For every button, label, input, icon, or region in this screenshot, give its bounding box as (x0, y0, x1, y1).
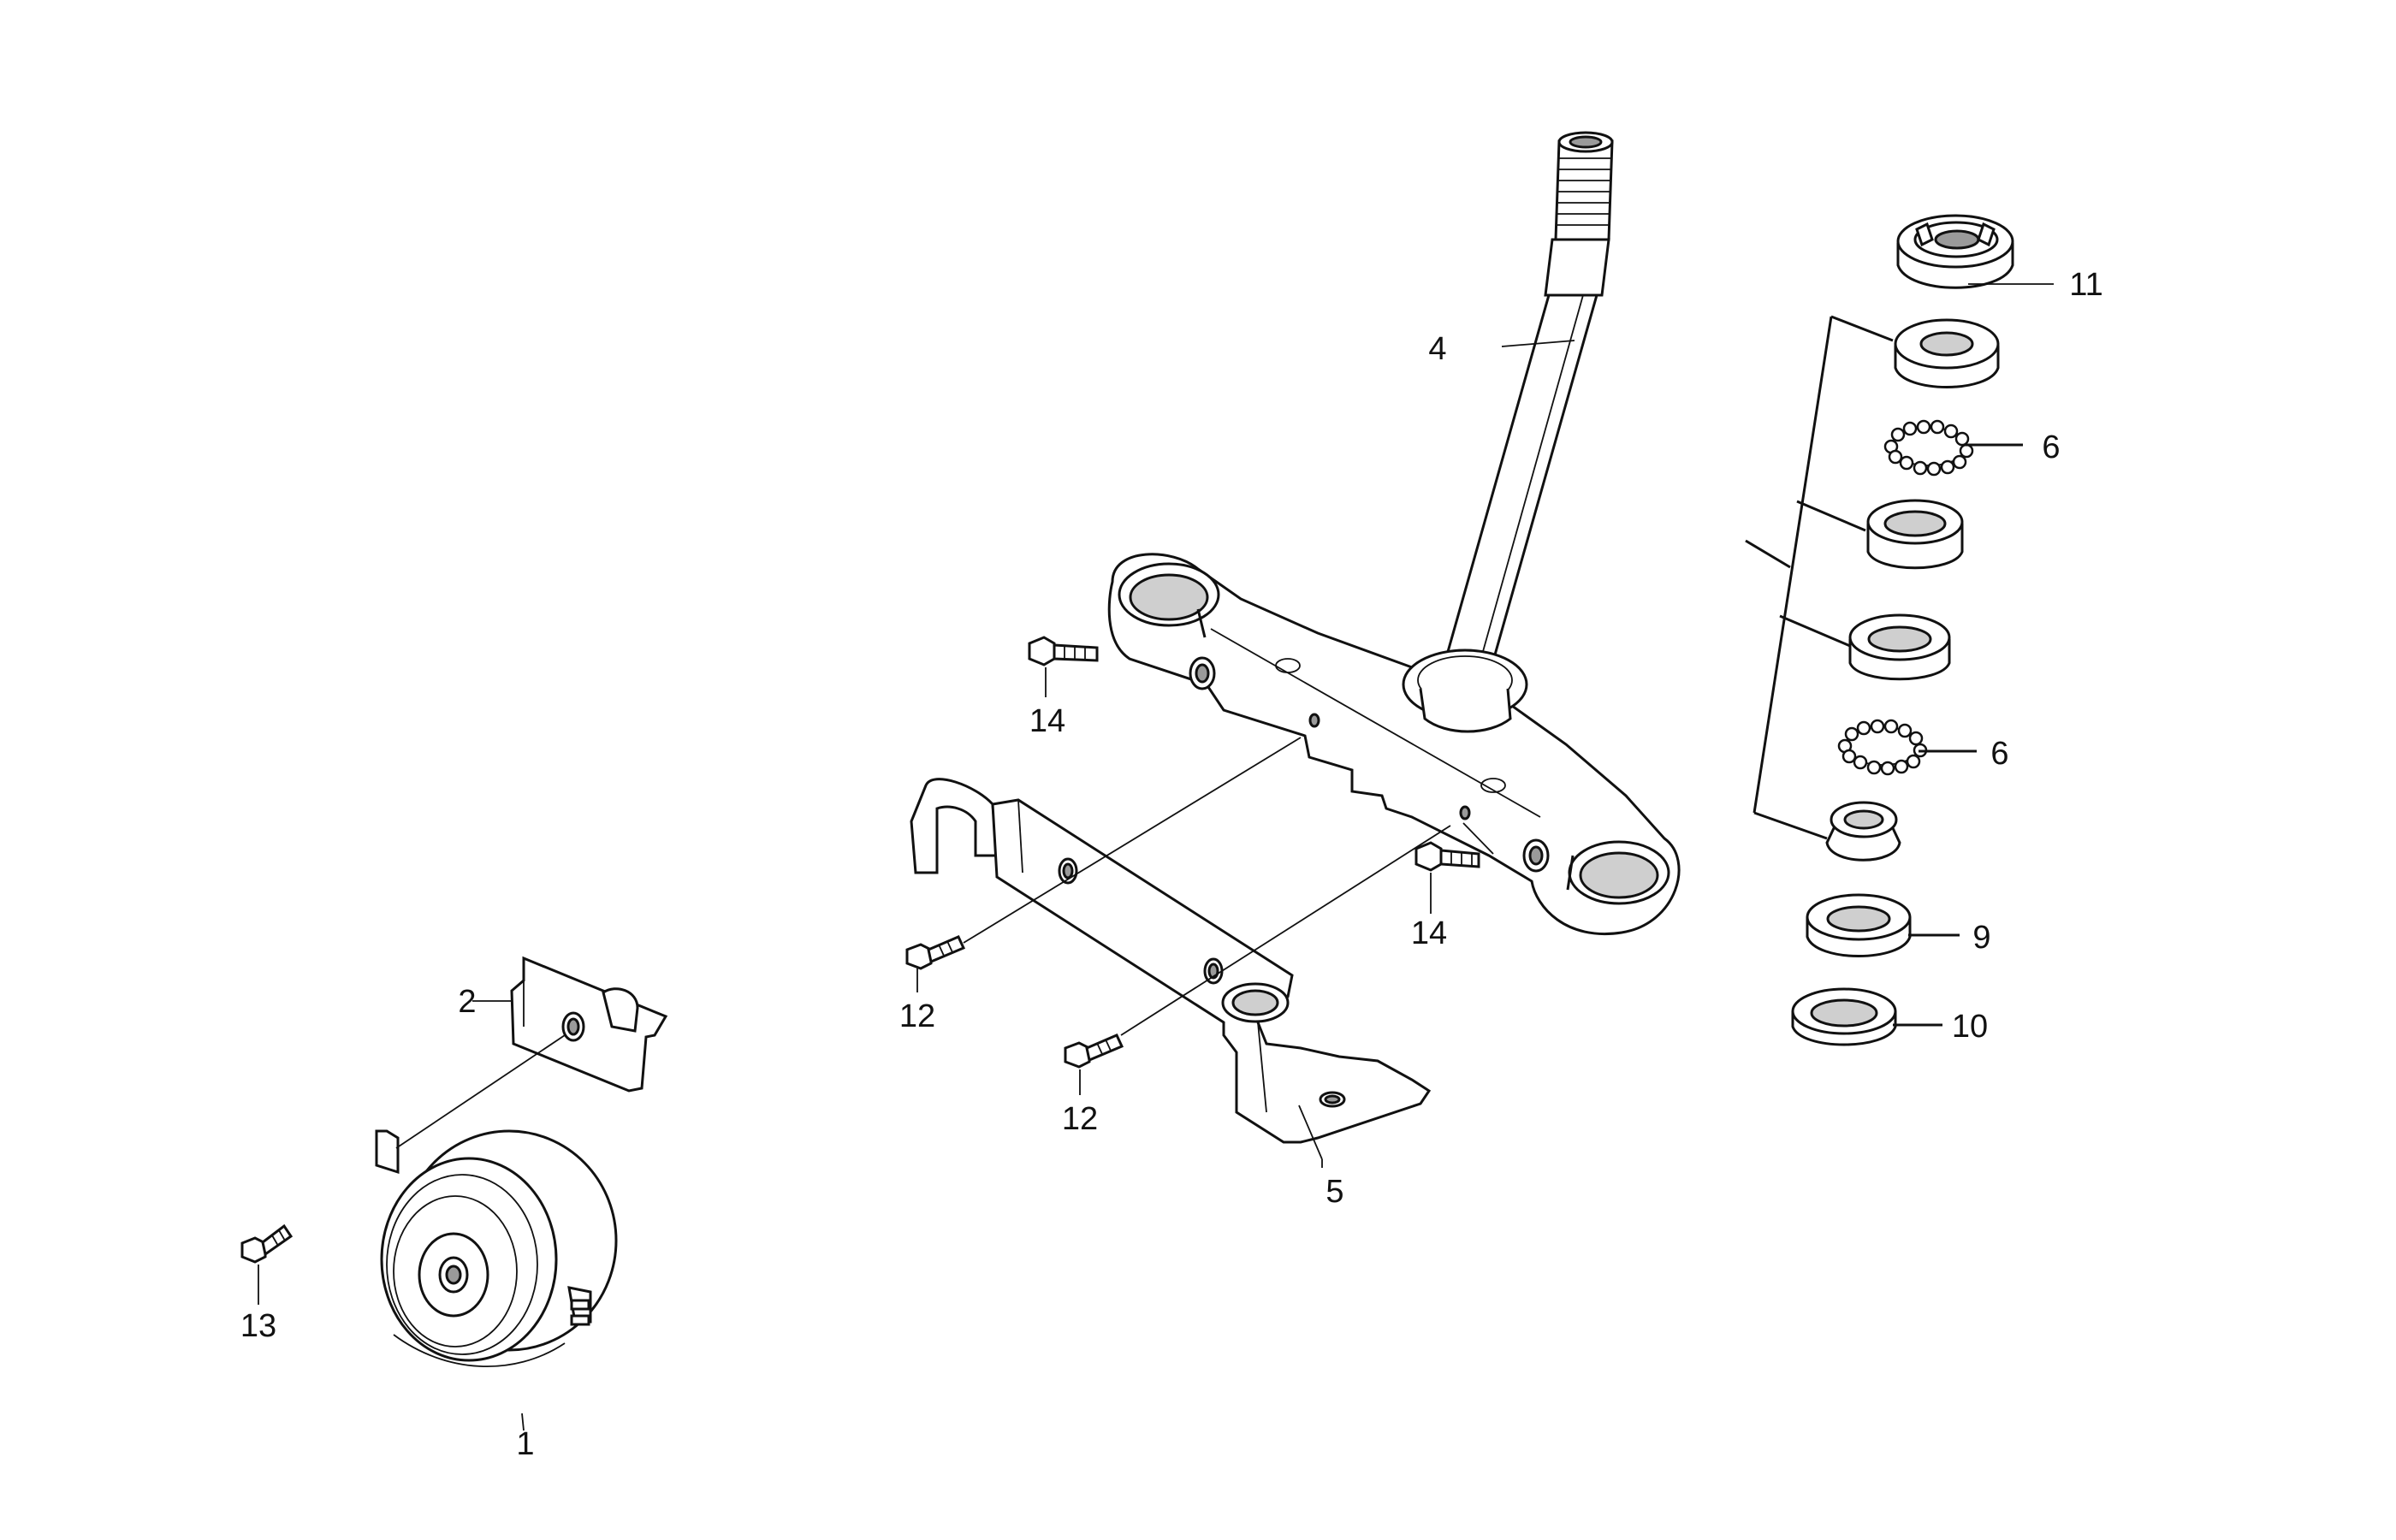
bolt-12-lower (1064, 1034, 1124, 1069)
callout-13: 13 (240, 1308, 276, 1344)
steering-nut (1896, 214, 2014, 289)
callout-9: 9 (1972, 920, 1990, 956)
callout-12-lower: 12 (1062, 1101, 1098, 1137)
ball-retainer-upper (1883, 419, 1974, 477)
callout-14-upper: 14 (1029, 703, 1065, 739)
callout-4: 4 (1428, 331, 1446, 367)
cup-race-lower (1848, 613, 1951, 681)
steering-stem (1439, 131, 1614, 678)
lower-cone-race (1825, 801, 1901, 862)
callout-10: 10 (1952, 1009, 1988, 1045)
callout-2: 2 (458, 984, 476, 1020)
bolt-13 (240, 1223, 294, 1264)
bearing-set-grouping (1745, 315, 1894, 840)
callout-14-lower: 14 (1411, 915, 1447, 951)
washer-10 (1791, 987, 1897, 1046)
ball-retainer-lower (1837, 719, 1928, 776)
lower-triple-clamp (1107, 553, 1681, 935)
horn (375, 1129, 618, 1367)
seal-9 (1806, 893, 1912, 957)
bolt-14-upper (1028, 636, 1099, 666)
callout-12-upper: 12 (899, 998, 935, 1034)
callout-6-lower: 6 (1990, 736, 2008, 772)
bracket (910, 778, 1432, 1144)
horn-bracket (510, 956, 668, 1093)
callout-1: 1 (516, 1426, 534, 1462)
upper-race (1894, 318, 2000, 388)
assembly-lines (258, 283, 2054, 1431)
callout-5: 5 (1326, 1174, 1343, 1210)
callout-11: 11 (2069, 267, 2102, 303)
callout-6-upper: 6 (2042, 429, 2060, 465)
bolt-12-upper (905, 935, 966, 970)
callouts: 1 2 4 5 6 6 9 10 11 12 12 13 14 14 (240, 267, 2103, 1462)
cup-race-upper (1866, 499, 1964, 570)
bolt-14-lower (1414, 841, 1480, 872)
